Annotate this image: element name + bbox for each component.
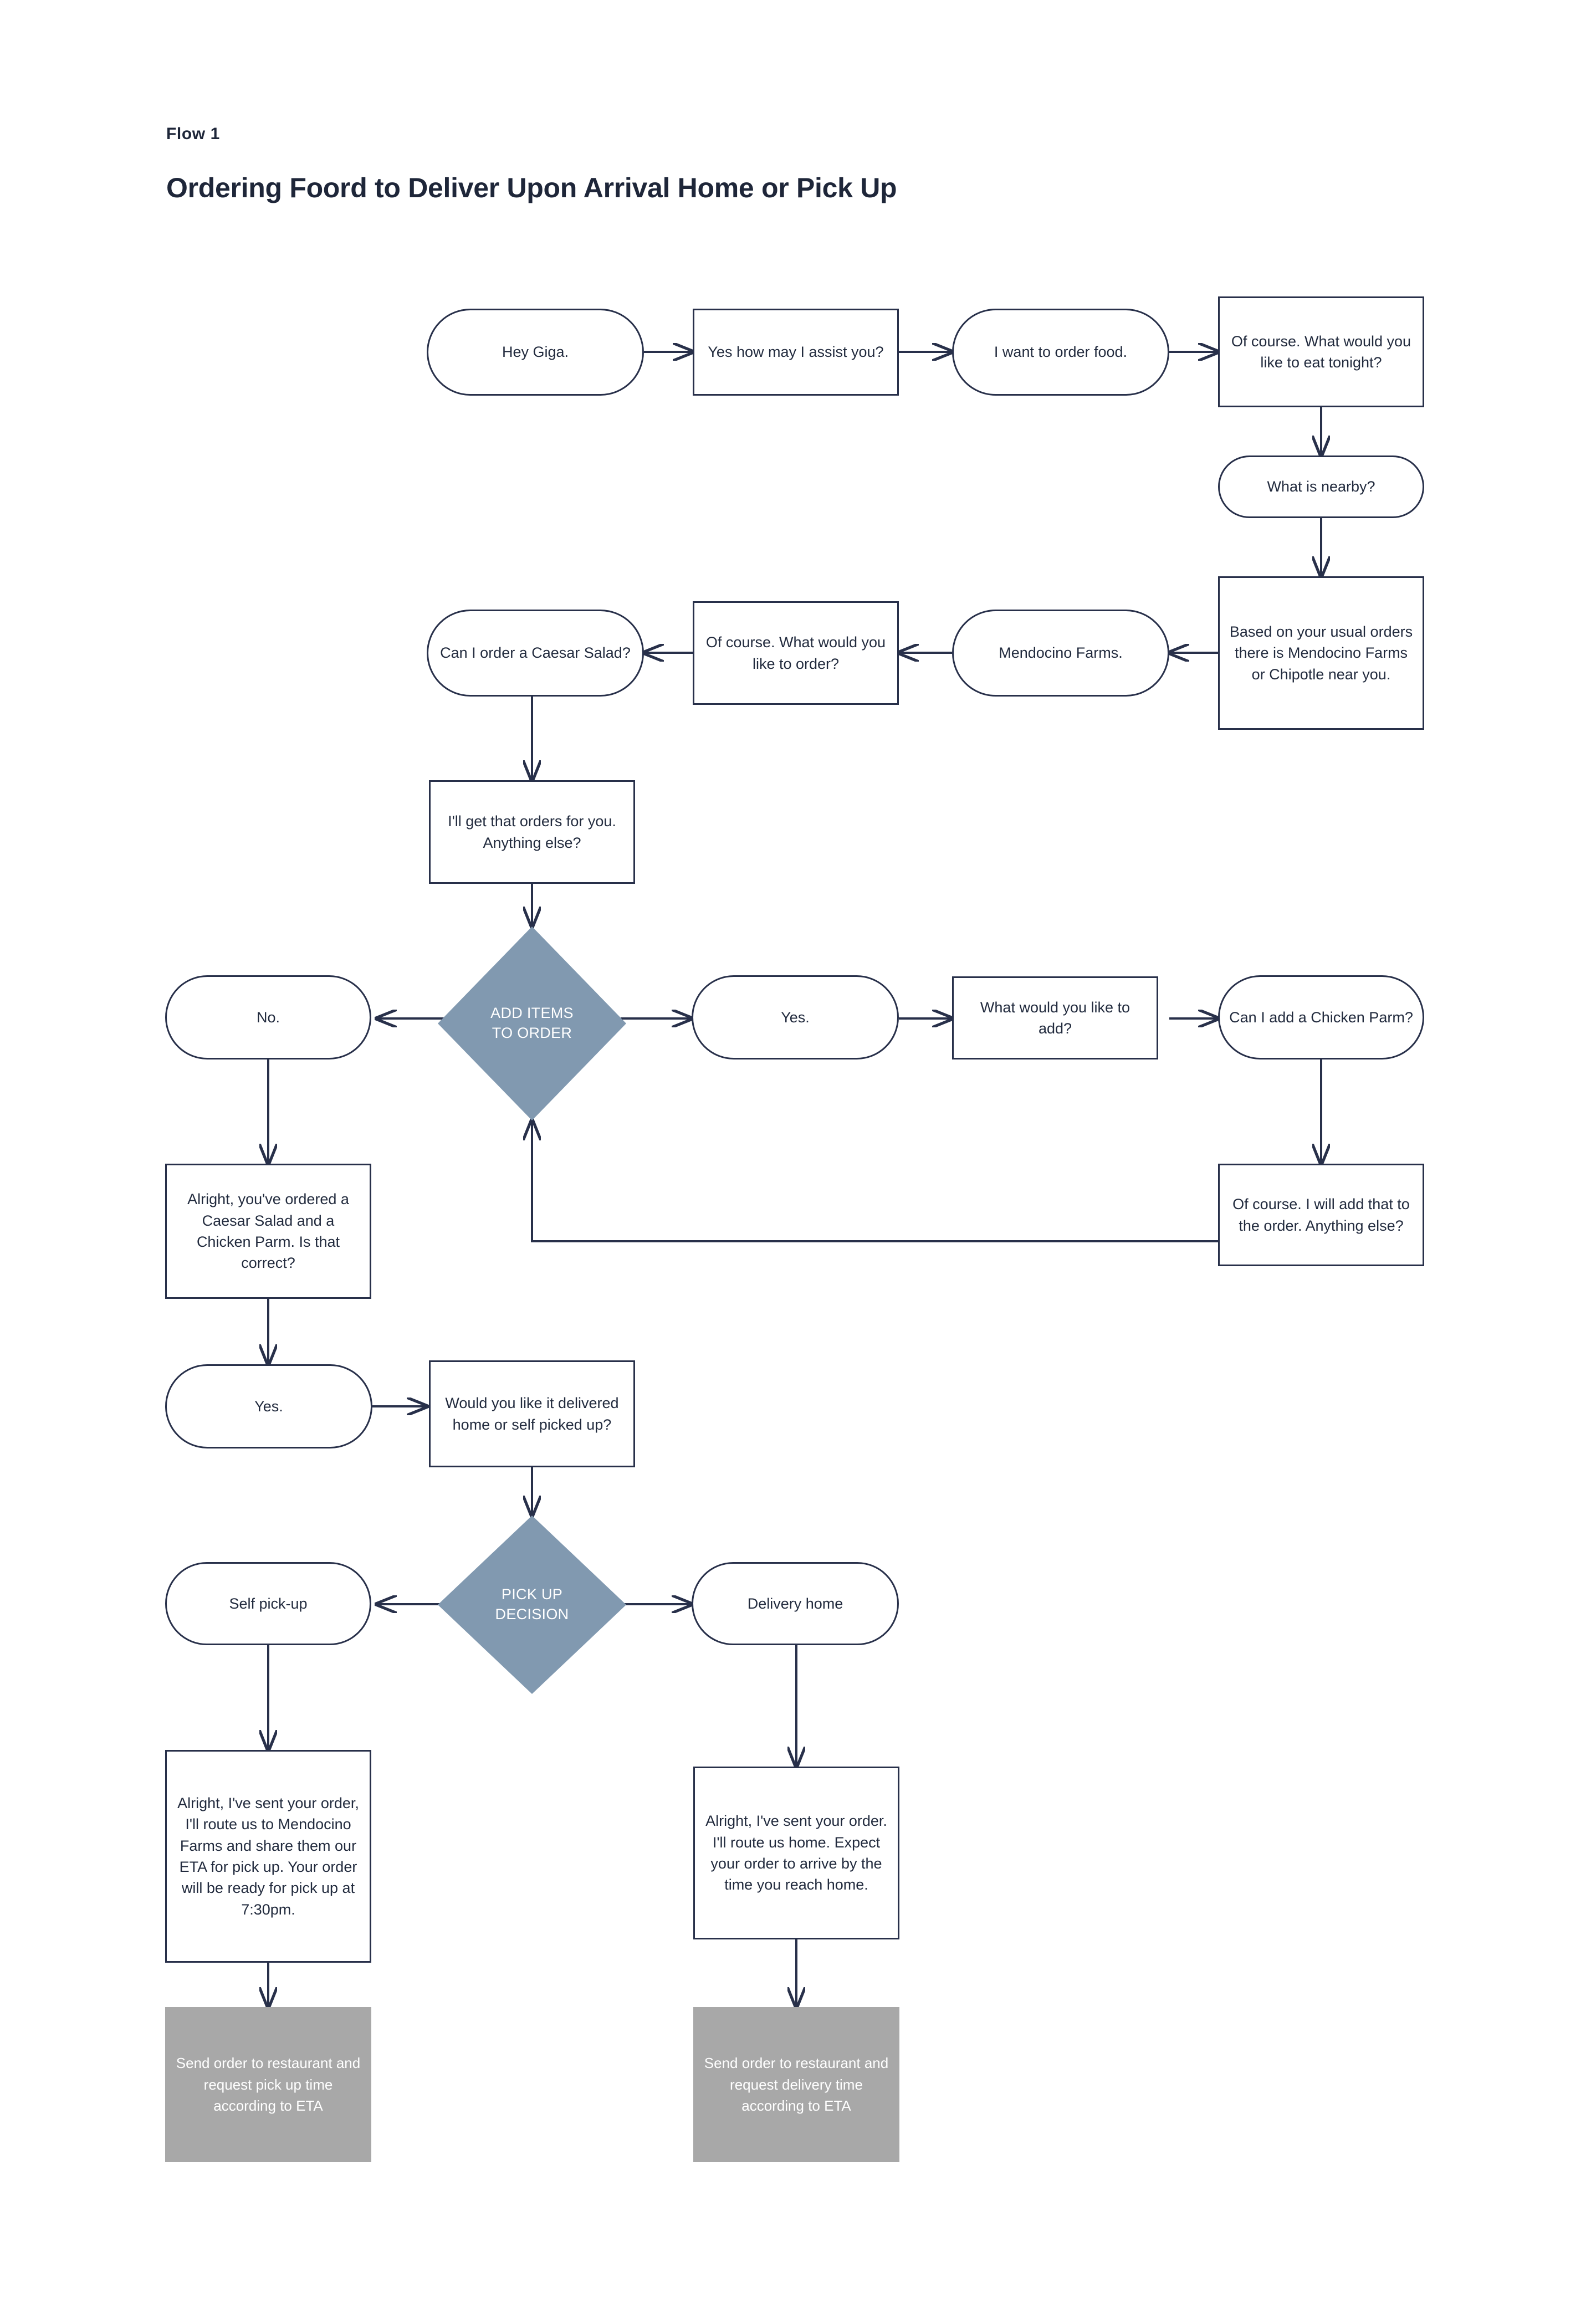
terminal-send-order-delivery[interactable]: Send order to restaurant and request del… xyxy=(693,2007,899,2162)
node-label: Yes. xyxy=(781,1009,810,1026)
node-label: I'll get that orders for you. Anything e… xyxy=(448,813,616,851)
node-label: Of course. What would you like to order? xyxy=(705,634,886,672)
node-label: Can I order a Caesar Salad? xyxy=(440,644,631,662)
decision-label-line1: ADD ITEMS xyxy=(490,1005,574,1022)
node-answer-yes[interactable]: Yes. xyxy=(692,975,899,1059)
node-label: Would you like it delivered home or self… xyxy=(445,1395,619,1433)
node-label: Send order to restaurant and request del… xyxy=(704,2055,889,2115)
node-label: Hey Giga. xyxy=(502,344,569,361)
node-label: Mendocino Farms. xyxy=(999,644,1123,662)
terminal-send-order-pickup[interactable]: Send order to restaurant and request pic… xyxy=(165,2007,371,2162)
node-label: Self pick-up xyxy=(229,1595,308,1612)
node-label: What would you like to add? xyxy=(980,999,1130,1037)
node-delivery-confirmation[interactable]: Alright, I've sent your order. I'll rout… xyxy=(693,1767,899,1939)
node-what-eat-tonight[interactable]: Of course. What would you like to eat to… xyxy=(1218,296,1424,407)
node-caesar-salad[interactable]: Can I order a Caesar Salad? xyxy=(427,610,644,697)
node-label: Send order to restaurant and request pic… xyxy=(176,2055,361,2115)
node-label: Alright, you've ordered a Caesar Salad a… xyxy=(187,1191,349,1272)
node-what-is-nearby[interactable]: What is nearby? xyxy=(1218,455,1424,518)
node-label: Alright, I've sent your order, I'll rout… xyxy=(177,1795,359,1918)
page-title: Ordering Foord to Deliver Upon Arrival H… xyxy=(166,172,897,203)
node-label: What is nearby? xyxy=(1267,478,1375,495)
decision-label-line2: DECISION xyxy=(495,1606,569,1622)
node-answer-yes-2[interactable]: Yes. xyxy=(165,1364,372,1448)
node-hey-giga[interactable]: Hey Giga. xyxy=(427,309,644,396)
decision-label: ADD ITEMS TO ORDER xyxy=(490,1004,574,1043)
edge-willadd-loop-to-decision xyxy=(532,1120,1218,1242)
node-delivery-home[interactable]: Delivery home xyxy=(692,1562,899,1645)
node-label: Based on your usual orders there is Mend… xyxy=(1229,623,1413,683)
node-mendocino-farms[interactable]: Mendocino Farms. xyxy=(952,610,1169,697)
node-label: Can I add a Chicken Parm? xyxy=(1229,1009,1413,1026)
node-answer-no[interactable]: No. xyxy=(165,975,371,1059)
node-label: Delivery home xyxy=(747,1595,843,1612)
node-what-like-to-order[interactable]: Of course. What would you like to order? xyxy=(693,601,899,705)
node-label: Yes how may I assist you? xyxy=(708,344,884,361)
node-yes-how-may-assist[interactable]: Yes how may I assist you? xyxy=(693,309,899,396)
node-label: Yes. xyxy=(254,1398,283,1415)
node-chicken-parm[interactable]: Can I add a Chicken Parm? xyxy=(1218,975,1424,1059)
node-label: Of course. I will add that to the order.… xyxy=(1232,1196,1410,1234)
node-will-add-that[interactable]: Of course. I will add that to the order.… xyxy=(1218,1164,1424,1266)
node-pickup-confirmation[interactable]: Alright, I've sent your order, I'll rout… xyxy=(165,1750,371,1963)
decision-pick-up-decision[interactable]: PICK UP DECISION xyxy=(438,1516,626,1694)
decision-add-items-to-order[interactable]: ADD ITEMS TO ORDER xyxy=(438,926,626,1120)
node-label: No. xyxy=(256,1009,280,1026)
node-delivered-or-pickup[interactable]: Would you like it delivered home or self… xyxy=(429,1360,635,1467)
node-based-on-usual[interactable]: Based on your usual orders there is Mend… xyxy=(1218,576,1424,730)
node-label: I want to order food. xyxy=(994,344,1128,361)
node-self-pick-up[interactable]: Self pick-up xyxy=(165,1562,371,1645)
decision-label-line1: PICK UP xyxy=(501,1586,563,1603)
node-confirm-order[interactable]: Alright, you've ordered a Caesar Salad a… xyxy=(165,1164,371,1299)
decision-label-line2: TO ORDER xyxy=(492,1025,572,1041)
node-label: Alright, I've sent your order. I'll rout… xyxy=(705,1813,887,1893)
decision-label: PICK UP DECISION xyxy=(495,1585,569,1624)
node-get-that-orders[interactable]: I'll get that orders for you. Anything e… xyxy=(429,780,635,884)
node-label: Of course. What would you like to eat to… xyxy=(1231,332,1411,371)
node-what-like-to-add[interactable]: What would you like to add? xyxy=(952,976,1158,1059)
node-want-order-food[interactable]: I want to order food. xyxy=(952,309,1169,396)
flow-label: Flow 1 xyxy=(166,125,220,143)
